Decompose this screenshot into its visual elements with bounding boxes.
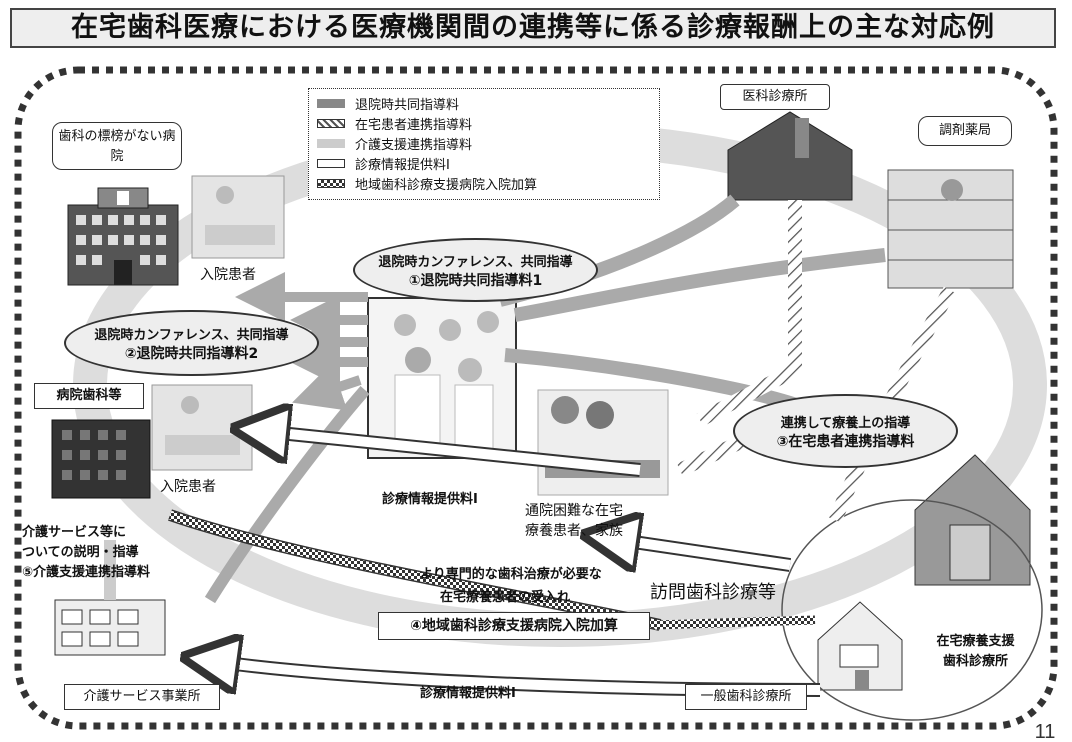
- home-patient-label-line1: 通院困難な在宅: [525, 503, 623, 519]
- legend-label: 介護支援連携指導料: [355, 137, 473, 153]
- page-number: 11: [1035, 721, 1056, 742]
- home-cooperation-ellipse: 連携して療養上の指導 ③在宅患者連携指導料: [733, 394, 958, 468]
- legend-item: 診療情報提供料Ⅰ: [317, 153, 651, 173]
- general-clinic-label: 一般歯科診療所: [685, 684, 807, 710]
- hospital-building-icon: [67, 187, 179, 286]
- hospital-dental-label: 病院歯科等: [34, 383, 144, 409]
- care-office-label: 介護サービス事業所: [64, 684, 220, 710]
- legend-item: 地域歯科診療支援病院入院加算: [317, 173, 651, 193]
- page-title: 在宅歯科医療における医療機関間の連携等に係る診療報酬上の主な対応例: [10, 8, 1056, 48]
- care-explain-line2: ついての説明・指導: [22, 545, 139, 560]
- care-explain-line1: 介護サービス等に: [22, 525, 127, 540]
- cooperation-line1: 連携して療養上の指導: [780, 415, 911, 431]
- home-support-house-icon: [914, 454, 1031, 586]
- care-office-building-icon: [54, 599, 166, 656]
- legend-swatch-checkered: [317, 178, 345, 188]
- legend-label: 在宅患者連携指導料: [355, 117, 473, 133]
- info-fee-middle-label: 診療情報提供料Ⅰ: [382, 492, 478, 507]
- home-support-circle: [781, 499, 1043, 721]
- discharge1-line2: ①退院時共同指導料1: [408, 272, 543, 289]
- family-photo: [537, 389, 669, 496]
- inpatient-label-bottom: 入院患者: [160, 479, 216, 495]
- discharge-arrow-5: [292, 363, 362, 411]
- care-explain-line3: ⑤介護支援連携指導料: [22, 565, 151, 580]
- home-patient-label-line2: 療養患者、家族: [525, 523, 623, 539]
- legend-swatch-light: [317, 138, 345, 148]
- outer-border: [14, 66, 1058, 730]
- regional-addon-label: ④地域歯科診療支援病院入院加算: [378, 612, 650, 640]
- medical-clinic-label: 医科診療所: [720, 84, 830, 110]
- doctors-photo: [367, 297, 517, 459]
- home-visit-label: 訪問歯科診療等: [650, 582, 776, 603]
- info-fee-arrow-mid: [270, 432, 641, 475]
- cooperation-line2: ③在宅患者連携指導料: [776, 433, 915, 450]
- general-clinic-house-icon: [817, 601, 903, 691]
- discharge-conference-2-ellipse: 退院時カンファレンス、共同指導 ②退院時共同指導料2: [64, 310, 319, 376]
- discharge2-line2: ②退院時共同指導料2: [124, 345, 259, 362]
- inpatient-label-top: 入院患者: [200, 267, 256, 283]
- discharge-arrow-pharmacy: [513, 248, 886, 322]
- specialist-line1: より専門的な歯科治療が必要な: [420, 567, 602, 582]
- medical-clinic-icon: [727, 111, 853, 201]
- legend-item: 在宅患者連携指導料: [317, 113, 651, 133]
- info-fee-bottom-label: 診療情報提供料Ⅰ: [420, 686, 516, 701]
- home-support-label-line1: 在宅療養支援: [936, 634, 1015, 649]
- legend: 退院時共同指導料 在宅患者連携指導料 介護支援連携指導料 診療情報提供料Ⅰ 地域…: [308, 88, 660, 200]
- pharmacy-icon: [887, 169, 1014, 289]
- pharmacy-label: 調剤薬局: [918, 116, 1012, 146]
- home-visit-arrow: [620, 540, 791, 565]
- legend-swatch-solid: [317, 98, 345, 108]
- discharge-conference-1-ellipse: 退院時カンファレンス、共同指導 ①退院時共同指導料1: [353, 238, 598, 302]
- discharge-arrow-care: [204, 386, 370, 604]
- legend-swatch-hatched: [317, 118, 345, 128]
- inpatient-photo-top: [191, 175, 285, 259]
- inpatient-photo-bottom: [151, 384, 253, 471]
- legend-swatch-outline: [317, 158, 345, 168]
- specialist-line2: 在宅療養患者の受入れ: [440, 590, 571, 605]
- hatched-strip-clinic: [696, 200, 802, 427]
- home-support-label-line2: 歯科診療所: [942, 654, 1008, 669]
- hospital-no-dental-callout: 歯科の標榜がない病院: [52, 122, 182, 170]
- legend-label: 退院時共同指導料: [355, 97, 460, 113]
- discharge1-line1: 退院時カンファレンス、共同指導: [378, 254, 573, 270]
- regional-addon-link: [654, 615, 816, 630]
- hospital-dental-building-icon: [51, 419, 151, 499]
- legend-label: 診療情報提供料Ⅰ: [355, 157, 450, 173]
- legend-item: 介護支援連携指導料: [317, 133, 651, 153]
- hatched-strip-home: [677, 433, 748, 477]
- discharge2-line1: 退院時カンファレンス、共同指導: [94, 327, 289, 343]
- legend-item: 退院時共同指導料: [317, 93, 651, 113]
- legend-label: 地域歯科診療支援病院入院加算: [355, 177, 538, 193]
